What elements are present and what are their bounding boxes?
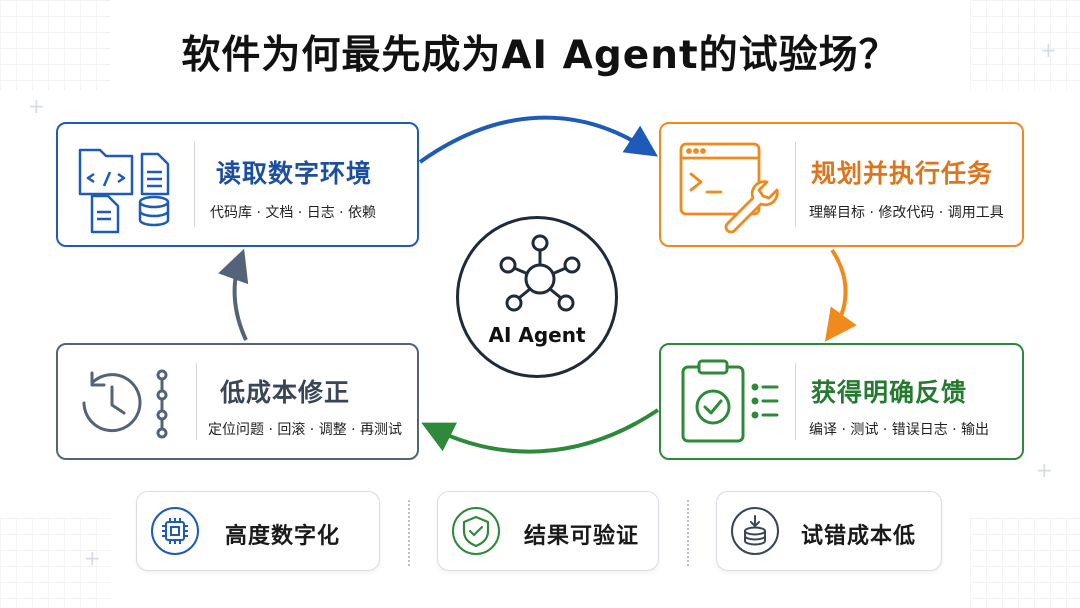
history-clock-steps-icon xyxy=(82,369,168,439)
background-grid xyxy=(970,0,1080,90)
network-hub-icon xyxy=(499,234,581,312)
card-title: 获得明确反馈 xyxy=(811,378,968,407)
pill-separator xyxy=(408,500,410,566)
chip-icon-ring xyxy=(151,507,199,555)
card-low-cost-fix: 低成本修正 定位问题 · 回滚 · 调整 · 再测试 xyxy=(56,343,419,460)
shield-check-icon xyxy=(462,515,490,548)
card-divider xyxy=(194,142,195,227)
ai-agent-hub: AI Agent xyxy=(456,216,618,378)
arrow-feedback-to-fix xyxy=(421,408,660,454)
card-title: 规划并执行任务 xyxy=(811,159,994,188)
arrow-read-to-plan xyxy=(418,115,659,164)
files-database-icon xyxy=(78,148,170,234)
card-plan-execute: 规划并执行任务 理解目标 · 修改代码 · 调用工具 xyxy=(659,122,1024,247)
card-title: 读取数字环境 xyxy=(216,159,373,188)
background-grid xyxy=(0,518,110,608)
plus-decoration-icon: + xyxy=(84,546,101,570)
plus-decoration-icon: + xyxy=(1036,458,1053,482)
plus-decoration-icon: + xyxy=(1040,38,1057,62)
chip-icon xyxy=(162,518,188,544)
card-read-environment: 读取数字环境 代码库 · 文档 · 日志 · 依赖 xyxy=(56,122,419,247)
terminal-wrench-icon xyxy=(679,142,779,234)
pill-separator xyxy=(687,500,689,566)
card-divider xyxy=(795,363,796,440)
card-clear-feedback: 获得明确反馈 编译 · 测试 · 错误日志 · 输出 xyxy=(659,343,1024,460)
pill-highly-digital: 高度数字化 xyxy=(136,491,380,571)
background-grid xyxy=(970,518,1080,608)
card-subtitle: 理解目标 · 修改代码 · 调用工具 xyxy=(809,205,1004,221)
plus-decoration-icon: + xyxy=(28,94,45,118)
pill-verifiable-results: 结果可验证 xyxy=(437,491,659,571)
page-title: 软件为何最先成为AI Agent的试验场？ xyxy=(181,33,899,78)
card-subtitle: 编译 · 测试 · 错误日志 · 输出 xyxy=(809,422,990,438)
pill-low-trial-cost: 试错成本低 xyxy=(716,491,942,571)
card-subtitle: 代码库 · 文档 · 日志 · 依赖 xyxy=(210,205,377,221)
arrow-plan-to-feedback xyxy=(824,248,857,342)
card-subtitle: 定位问题 · 回滚 · 调整 · 再测试 xyxy=(208,422,403,438)
coin-icon-ring xyxy=(731,507,779,555)
hub-label: AI Agent xyxy=(488,323,586,347)
card-title: 低成本修正 xyxy=(220,378,351,407)
card-divider xyxy=(196,363,197,440)
card-divider xyxy=(795,142,796,227)
coin-stack-down-icon xyxy=(744,515,766,546)
pill-label: 试错成本低 xyxy=(801,524,917,549)
pill-label: 结果可验证 xyxy=(524,524,640,549)
clipboard-check-icon xyxy=(681,359,779,443)
pill-label: 高度数字化 xyxy=(225,524,341,549)
arrow-fix-to-read xyxy=(218,248,249,341)
shield-icon-ring xyxy=(452,507,500,555)
background-grid xyxy=(0,0,110,90)
